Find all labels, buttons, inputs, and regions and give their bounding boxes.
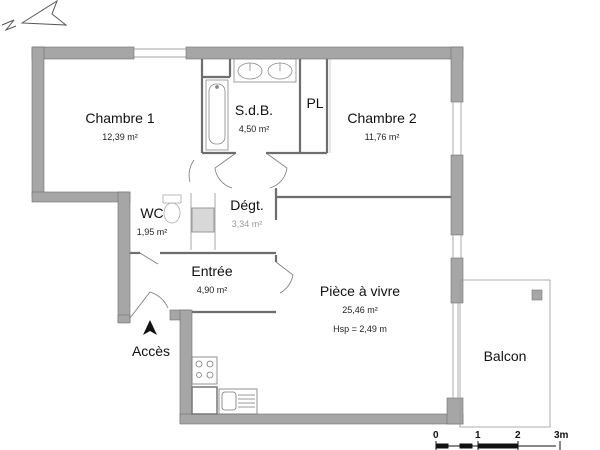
interior-walls	[130, 59, 451, 314]
walls	[31, 46, 464, 425]
room-balcon: Balcon	[470, 348, 540, 364]
room-area: 4,90 m²	[196, 285, 228, 295]
room-name: WC	[140, 205, 164, 221]
room-area: 4,50 m²	[238, 124, 270, 134]
bathtub-icon	[205, 79, 229, 151]
room-piece-a-vivre: Pièce à vivre 25,46 m² Hsp = 2,49 m	[305, 283, 415, 334]
window-chambre1	[134, 48, 186, 58]
doors	[129, 152, 294, 319]
balcony	[459, 279, 551, 428]
room-name: Chambre 1	[85, 110, 155, 126]
room-name: Balcon	[483, 348, 527, 364]
room-sdb: S.d.B. 4,50 m²	[228, 102, 280, 134]
room-degt: Dégt. 3,34 m²	[222, 197, 272, 229]
room-name: Pièce à vivre	[319, 283, 401, 299]
room-ceiling-height: Hsp = 2,49 m	[333, 324, 387, 334]
access-arrow-icon	[143, 320, 157, 335]
room-name: Entrée	[191, 263, 233, 279]
room-area: 25,46 m²	[342, 305, 378, 315]
room-name: PL	[306, 95, 324, 111]
double-sink-icon	[233, 58, 297, 83]
scale-bar	[435, 441, 561, 450]
scale-tick-1: 1	[475, 430, 481, 441]
room-name: S.d.B.	[234, 102, 274, 118]
room-pl: PL	[302, 95, 328, 111]
access-label: Accès	[131, 343, 171, 359]
room-wc: WC 1,95 m²	[132, 205, 172, 237]
scale-tick-0: 0	[433, 430, 439, 441]
room-name: Chambre 2	[347, 110, 417, 126]
room-entree: Entrée 4,90 m²	[182, 263, 242, 295]
interior-thin-walls	[190, 193, 216, 250]
kitchen	[191, 356, 258, 415]
room-chambre1: Chambre 1 12,39 m²	[75, 110, 165, 142]
room-area: 1,95 m²	[136, 227, 168, 237]
scale-tick-2: 2	[515, 430, 521, 441]
room-area: 12,39 m²	[102, 132, 138, 142]
room-name: Dégt.	[230, 197, 264, 213]
scale-tick-3m: 3m	[554, 430, 569, 441]
room-chambre2: Chambre 2 11,76 m²	[337, 110, 427, 142]
room-area: 3,34 m²	[231, 219, 263, 229]
north-arrow-icon	[1, 0, 68, 32]
toilet-icon	[162, 194, 182, 224]
windows-right	[452, 102, 462, 398]
room-area: 11,76 m²	[364, 132, 400, 142]
